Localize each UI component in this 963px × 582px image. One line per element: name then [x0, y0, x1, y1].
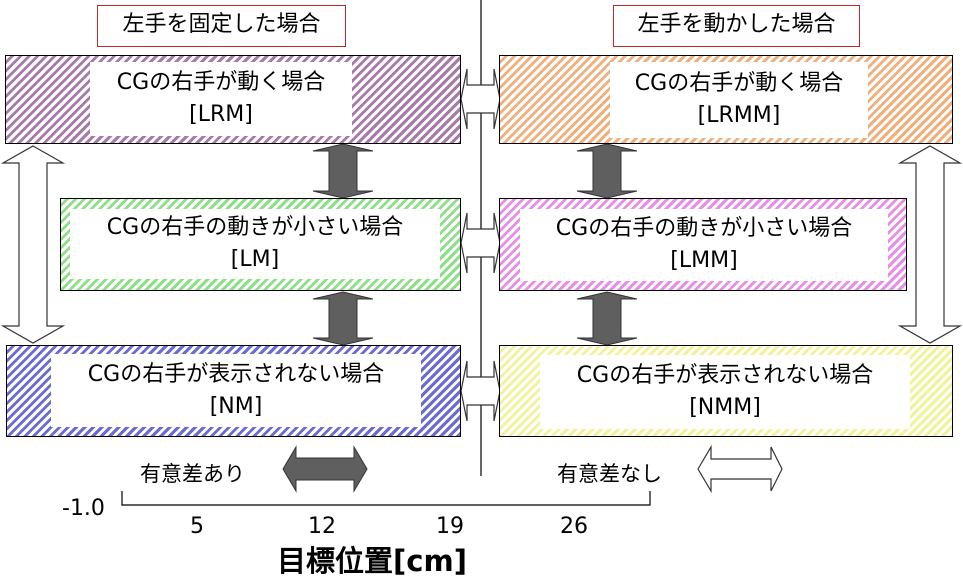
axis-tick-label: 19: [436, 514, 464, 539]
condition-label: CGの右手が動く場合: [634, 71, 844, 96]
condition-label: CGの右手の動きが小さい場合: [106, 215, 404, 240]
condition-label: CGの右手が動く場合: [116, 70, 326, 95]
condition-code: [NMM]: [689, 395, 761, 420]
condition-code: [LRM]: [189, 102, 253, 127]
nosig-arrow-left-outer: [0, 145, 66, 344]
condition-box-lm: CGの右手の動きが小さい場合 [LM]: [60, 198, 461, 291]
condition-box-lrm: CGの右手が動く場合 [LRM]: [5, 55, 461, 144]
legend-significant-label: 有意差あり: [140, 462, 245, 486]
condition-label: CGの右手が表示されない場合: [87, 361, 385, 387]
condition-label: CGの右手の動きが小さい場合: [555, 216, 853, 241]
condition-box-lrmm: CGの右手が動く場合 [LRMM]: [499, 55, 953, 144]
axis-tick-label: 12: [308, 514, 336, 539]
condition-box-nmm: CGの右手が表示されない場合 [NMM]: [499, 345, 953, 437]
sig-arrow-right-lower: [576, 291, 638, 346]
condition-box-nm: CGの右手が表示されない場合 [NM]: [6, 345, 461, 437]
condition-code: [LM]: [230, 247, 280, 272]
axis-tick-label: 5: [190, 514, 204, 539]
x-axis-line: [121, 491, 651, 506]
sig-arrow-left-lower: [312, 291, 374, 346]
condition-code: [LMM]: [670, 248, 738, 273]
legend-not-significant-label: 有意差なし: [557, 462, 662, 486]
axis-origin-label: -1.0: [62, 496, 105, 521]
legend-not-significant-arrow: [697, 444, 783, 494]
condition-code: [LRMM]: [697, 103, 781, 128]
axis-tick-label: 26: [560, 514, 588, 539]
sig-arrow-right-upper: [576, 143, 638, 199]
nosig-arrow-right-outer: [897, 145, 963, 344]
condition-code: [NM]: [209, 393, 263, 419]
condition-box-lmm: CGの右手の動きが小さい場合 [LMM]: [499, 198, 907, 291]
condition-label: CGの右手が表示されない場合: [576, 363, 874, 388]
axis-title: 目標位置[cm]: [277, 544, 467, 578]
title-left-hand-moved: 左手を動かした場合: [613, 5, 860, 47]
sig-arrow-left-upper: [312, 143, 374, 199]
title-left-hand-fixed: 左手を固定した場合: [97, 5, 346, 47]
legend-significant-arrow: [282, 445, 368, 493]
